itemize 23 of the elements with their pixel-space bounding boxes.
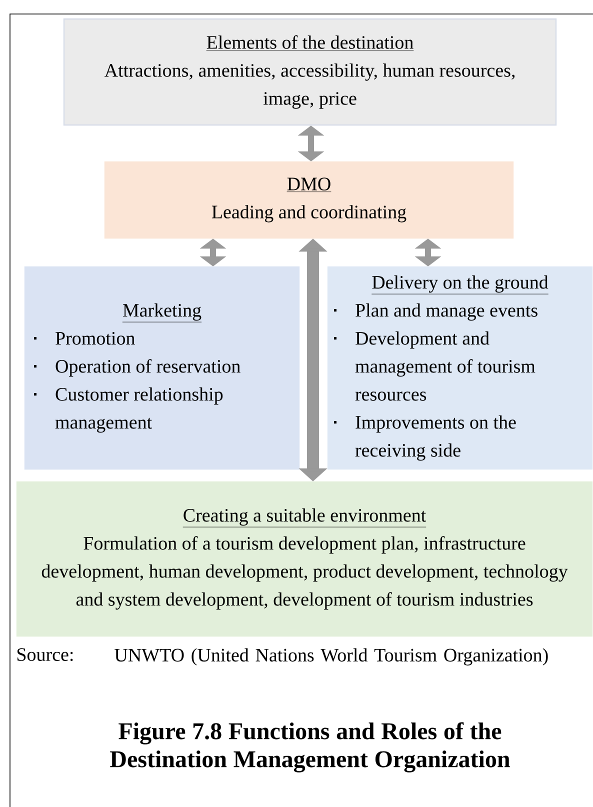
heading: DMO [286, 178, 332, 192]
double-arrow [414, 238, 442, 266]
description: Formulation of a tourism development plan, infrastructure development, human development, product development, technology and system development, development of tourism industries [42, 536, 568, 610]
list-item: Plan and manage events [356, 303, 538, 321]
list-item: Development and management of tourism resources [355, 331, 536, 401]
heading: Marketing [122, 303, 202, 322]
double-arrow [200, 238, 226, 266]
heading: Creating a suitable environment [182, 508, 426, 528]
figure-caption: Figure 7.8 Functions and Roles of the Destination Management Organization [110, 722, 510, 772]
double-arrow [298, 126, 324, 162]
dmo-box [104, 161, 514, 239]
delivery-box [327, 266, 593, 470]
list-item: Operation of reservation [56, 359, 240, 377]
list-item: Promotion [56, 332, 135, 345]
heading: Delivery on the ground [371, 275, 549, 294]
description: Attractions, amenities, accessibility, human resources, image, price [104, 63, 515, 109]
environment-box [16, 481, 593, 637]
description: Leading and coordinating [212, 205, 406, 222]
list-item: Customer relationship management [55, 387, 223, 433]
list-item: Improvements on the receiving side [355, 415, 516, 461]
marketing-box [24, 266, 300, 470]
destination-box [63, 18, 557, 126]
heading: Elements of the destination [206, 35, 414, 50]
